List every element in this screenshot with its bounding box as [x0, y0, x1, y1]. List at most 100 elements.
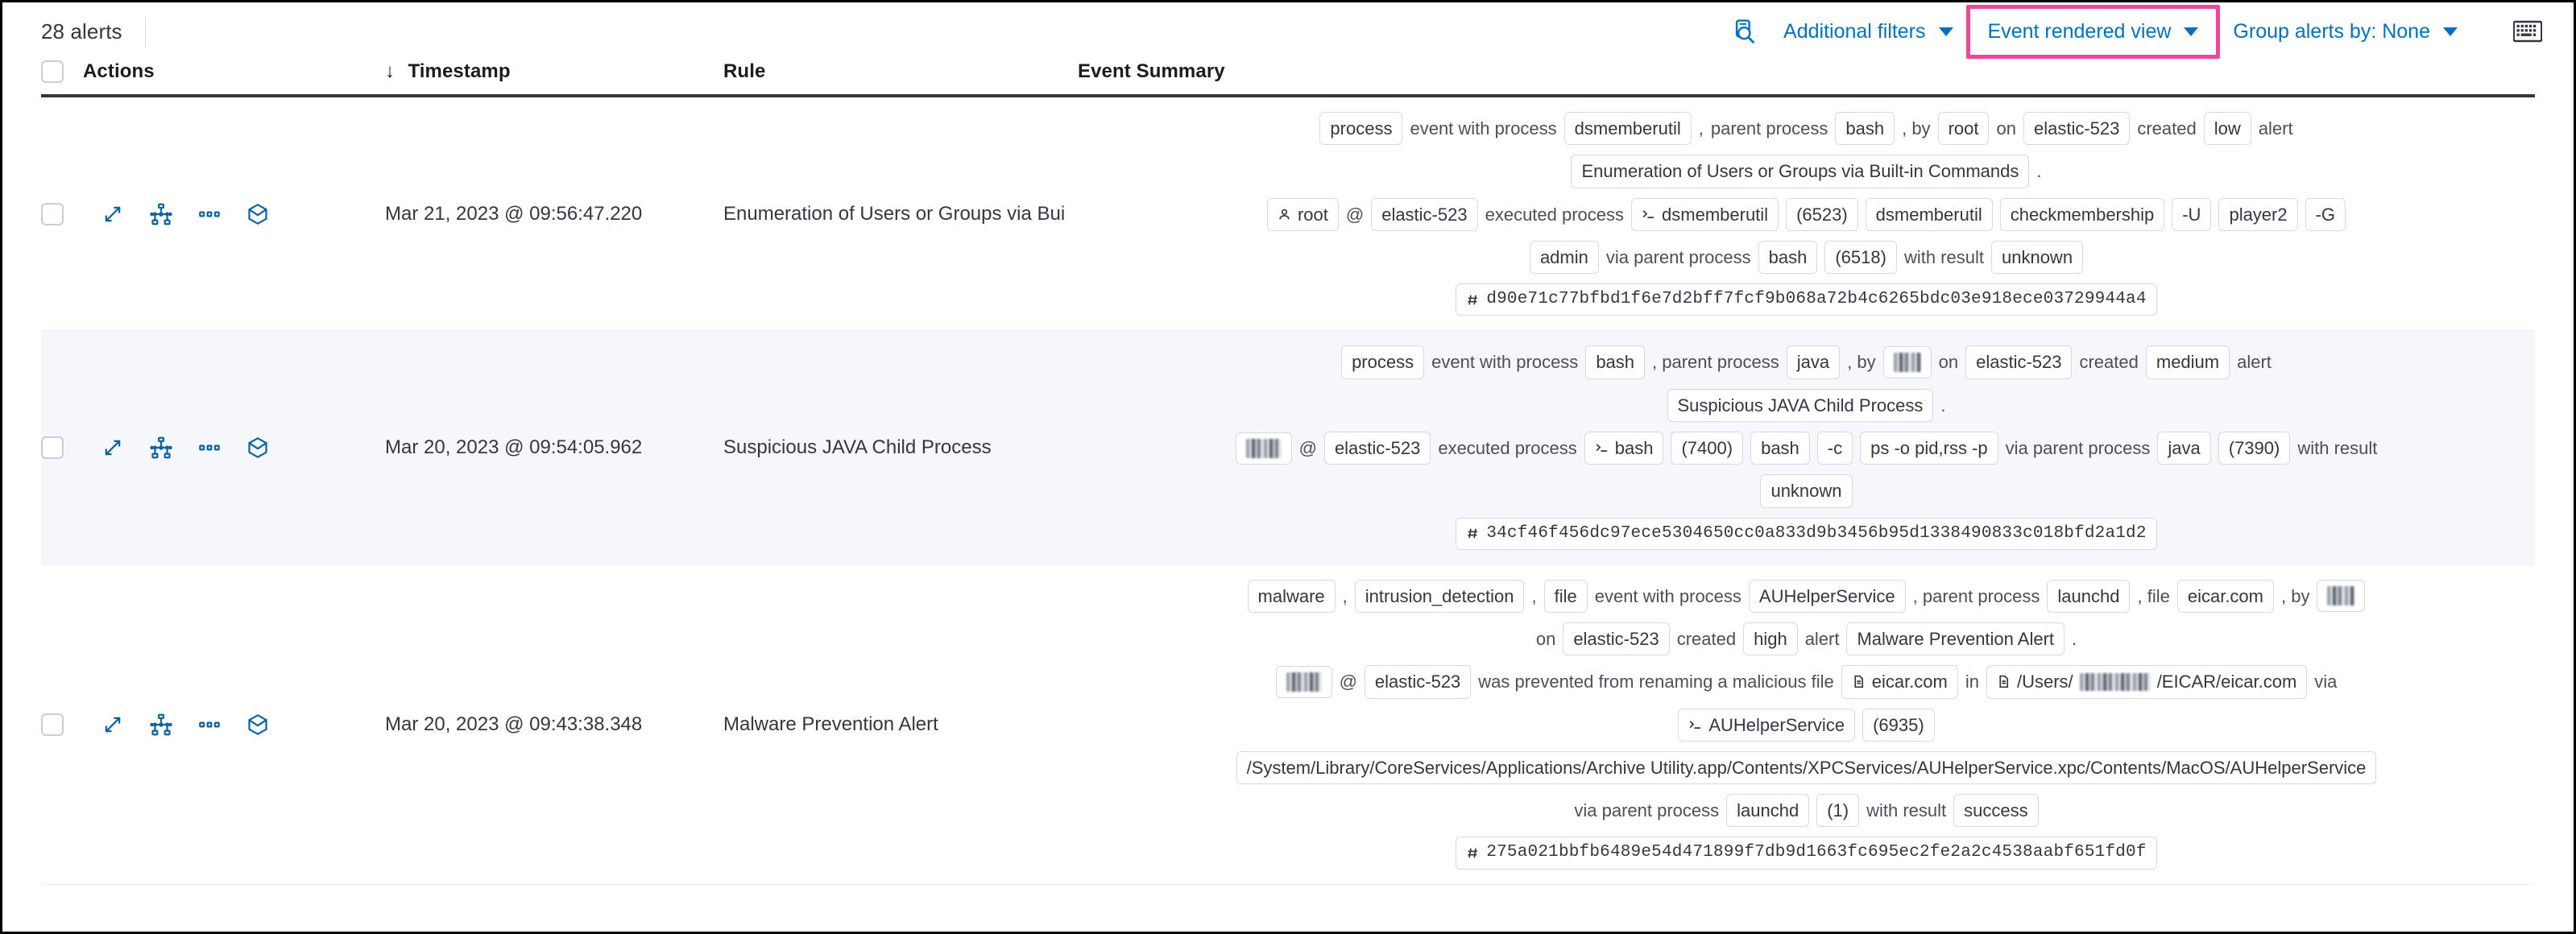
summary-token[interactable]: eicar.com [1841, 665, 1958, 699]
summary-token[interactable]: Suspicious JAVA Child Process [1667, 388, 1934, 422]
analyze-event-icon[interactable] [149, 436, 173, 460]
summary-token[interactable]: 275a021bbfb6489e54d471899f7db9d1663fc695… [1456, 837, 2157, 870]
keyboard-shortcuts-icon[interactable] [2506, 10, 2549, 53]
summary-token[interactable]: ps -o pid,rss -p [1860, 431, 1998, 465]
summary-token[interactable]: launchd [2047, 579, 2131, 613]
session-view-icon[interactable] [246, 713, 270, 737]
more-actions-icon[interactable] [197, 202, 222, 226]
summary-token[interactable]: elastic-523 [1323, 431, 1431, 465]
row-rule-name[interactable]: Suspicious JAVA Child Process [723, 436, 992, 458]
summary-token[interactable]: (7390) [2218, 431, 2291, 465]
inspect-search-icon[interactable] [1727, 14, 1762, 49]
summary-text: , parent process [1912, 585, 2040, 606]
summary-token[interactable] [2317, 580, 2366, 613]
session-view-icon[interactable] [246, 436, 270, 460]
summary-token-label: bash [1768, 246, 1808, 267]
row-select-checkbox[interactable] [41, 436, 64, 459]
row-rule-name[interactable]: Enumeration of Users or Groups via Bui [723, 202, 1066, 225]
summary-token[interactable]: (6518) [1824, 240, 1897, 275]
expand-alert-details-icon[interactable] [101, 436, 125, 460]
summary-token[interactable]: /Users//EICAR/eicar.com [1986, 665, 2308, 699]
summary-token[interactable]: bash [1584, 431, 1664, 465]
summary-token-label: /Users/ [2017, 672, 2073, 692]
summary-token[interactable]: AUHelperService [1748, 579, 1906, 613]
analyze-event-icon[interactable] [149, 202, 173, 226]
summary-token[interactable]: player2 [2218, 197, 2298, 231]
summary-token[interactable]: success [1953, 794, 2039, 828]
summary-token[interactable]: intrusion_detection [1354, 579, 1525, 613]
summary-token[interactable] [1235, 432, 1292, 465]
summary-token[interactable]: process [1319, 112, 1403, 146]
summary-token[interactable]: unknown [1990, 240, 2084, 275]
summary-token[interactable]: unknown [1760, 474, 1853, 508]
summary-token[interactable]: /System/Library/CoreServices/Application… [1236, 750, 2377, 785]
summary-token[interactable]: elastic-523 [2023, 112, 2131, 146]
summary-token[interactable]: (6935) [1862, 708, 1935, 742]
summary-token[interactable]: -G [2305, 197, 2346, 231]
summary-token[interactable]: launchd [1726, 794, 1810, 828]
summary-token[interactable]: file [1543, 579, 1588, 613]
summary-token[interactable] [1882, 345, 1932, 378]
summary-token[interactable]: dsmemberutil [1631, 197, 1779, 231]
summary-token[interactable]: bash [1835, 112, 1895, 146]
summary-token[interactable]: bash [1585, 345, 1646, 379]
additional-filters-button[interactable]: Additional filters [1770, 12, 1965, 52]
summary-token[interactable]: malware [1247, 579, 1336, 613]
event-rendered-view-button[interactable]: Event rendered view [1975, 12, 2212, 52]
summary-token[interactable]: (7400) [1671, 431, 1744, 465]
summary-token[interactable]: root [1266, 197, 1339, 231]
summary-token[interactable]: low [2203, 112, 2251, 146]
summary-token[interactable]: d90e71c77bfbd1f6e7d2bff7fcf9b068a72b4c62… [1456, 283, 2157, 316]
summary-token[interactable]: 34cf46f456dc97ece5304650cc0a833d9b3456b9… [1456, 517, 2157, 550]
summary-token[interactable]: high [1743, 622, 1798, 656]
summary-token[interactable]: dsmemberutil [1865, 197, 1993, 231]
analyze-event-icon[interactable] [149, 713, 173, 737]
group-alerts-by-button[interactable]: Group alerts by: None [2220, 12, 2470, 52]
table-row[interactable]: Mar 20, 2023 @ 09:43:38.348 Malware Preve… [41, 565, 2535, 885]
redacted-value [2079, 672, 2151, 691]
row-rule-name[interactable]: Malware Prevention Alert [723, 713, 938, 735]
more-actions-icon[interactable] [197, 436, 222, 460]
summary-token[interactable]: (6523) [1786, 197, 1858, 231]
summary-text: with result [1866, 800, 1947, 821]
summary-token[interactable]: dsmemberutil [1563, 112, 1692, 146]
summary-token[interactable]: Malware Prevention Alert [1846, 622, 2065, 656]
row-select-checkbox[interactable] [41, 713, 64, 736]
summary-token[interactable]: AUHelperService [1678, 708, 1856, 742]
summary-token[interactable]: (1) [1816, 794, 1860, 828]
expand-alert-details-icon[interactable] [101, 202, 125, 226]
summary-token[interactable]: process [1341, 345, 1425, 379]
more-actions-icon[interactable] [197, 713, 222, 737]
header-event-summary[interactable]: Event Summary [1078, 60, 2535, 83]
summary-token[interactable]: elastic-523 [1563, 622, 1670, 656]
session-view-icon[interactable] [246, 202, 270, 226]
row-timestamp: Mar 20, 2023 @ 09:43:38.348 [385, 713, 643, 735]
summary-token[interactable]: java [2157, 431, 2211, 465]
summary-token[interactable]: eicar.com [2176, 579, 2274, 613]
summary-token[interactable]: -c [1816, 431, 1853, 465]
summary-token[interactable]: admin [1529, 240, 1599, 275]
summary-token[interactable]: elastic-523 [1965, 345, 2073, 379]
event-rendered-view-highlight: Event rendered view [1965, 4, 2221, 59]
header-timestamp[interactable]: ↓ Timestamp [385, 60, 723, 83]
summary-token[interactable]: bash [1750, 431, 1810, 465]
select-all-checkbox[interactable] [41, 60, 64, 83]
expand-alert-details-icon[interactable] [101, 713, 125, 737]
summary-token[interactable]: bash [1758, 240, 1818, 275]
summary-token[interactable]: Enumeration of Users or Groups via Built… [1571, 155, 2030, 188]
summary-token[interactable]: elastic-523 [1371, 197, 1478, 231]
summary-token[interactable] [1275, 665, 1332, 698]
row-select-checkbox[interactable] [41, 202, 64, 225]
summary-token[interactable]: root [1937, 112, 1990, 146]
summary-token[interactable]: medium [2145, 345, 2230, 379]
header-rule[interactable]: Rule [723, 60, 1078, 83]
summary-token[interactable]: java [1786, 345, 1841, 379]
summary-token[interactable]: elastic-523 [1364, 665, 1472, 699]
summary-token[interactable]: checkmembership [1999, 197, 2165, 231]
summary-token[interactable]: -U [2172, 197, 2212, 231]
